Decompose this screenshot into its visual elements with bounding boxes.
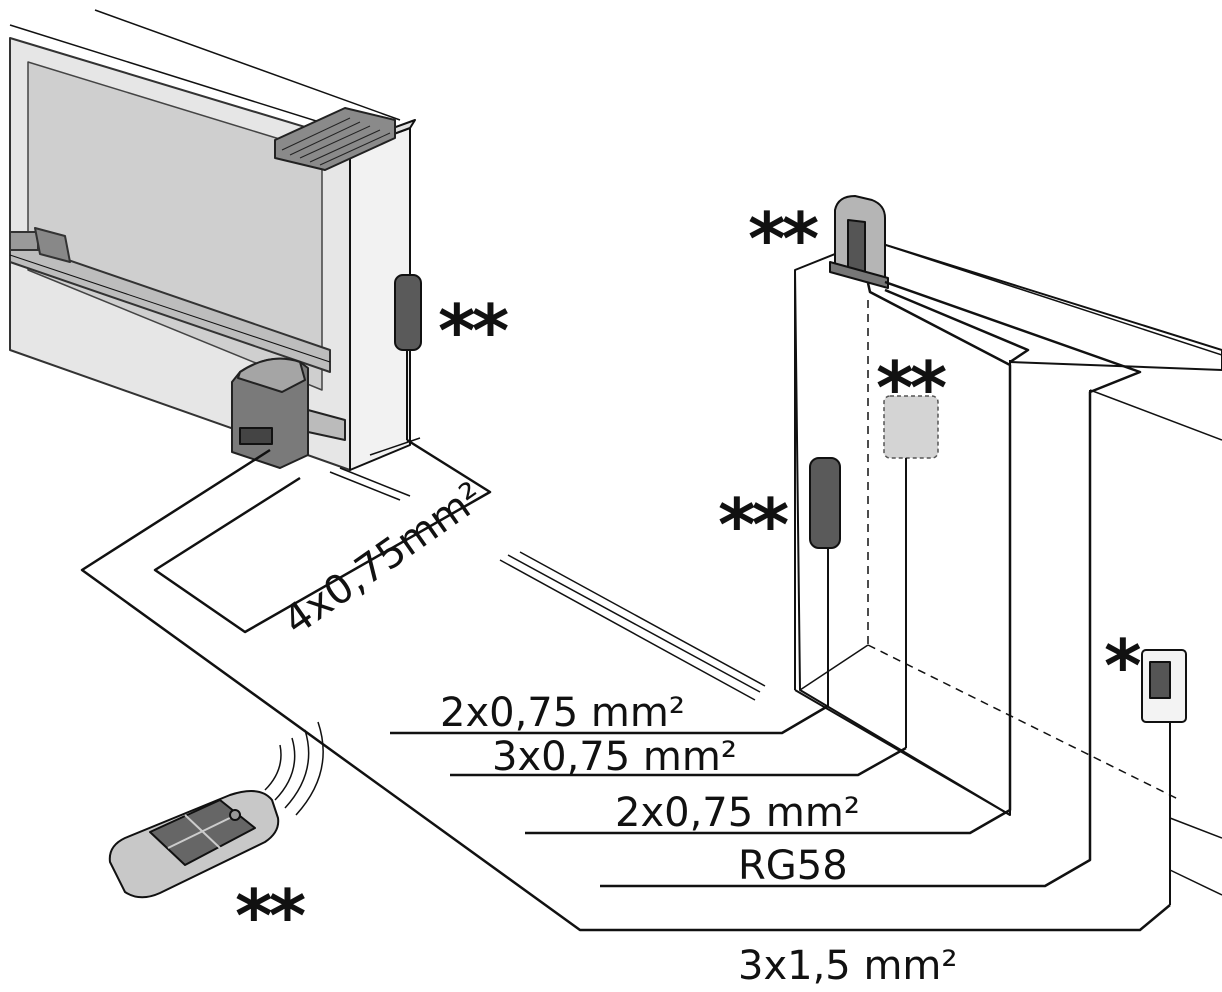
cable-label-power: 3x1,5 mm² xyxy=(738,943,958,989)
gate-top-guide xyxy=(274,107,396,171)
marker-photocell-left: ** xyxy=(438,289,509,373)
marker-flashing-light: ** xyxy=(748,197,819,281)
marker-receiver: ** xyxy=(876,346,947,430)
cable-routes xyxy=(80,280,1171,932)
marker-photocell-right: ** xyxy=(718,483,789,567)
cable-label-photocell-tx: 2x0,75 mm² xyxy=(440,690,685,736)
receiver-box xyxy=(883,395,939,748)
flashing-light xyxy=(829,195,889,289)
photocell-left xyxy=(394,274,422,440)
cable-label-flashing-light: 2x0,75 mm² xyxy=(615,790,860,836)
cable-label-antenna: RG58 xyxy=(738,843,848,889)
ground-rails xyxy=(329,467,766,701)
photocell-right xyxy=(809,457,841,706)
marker-key-selector: * xyxy=(1104,624,1142,708)
remote-control xyxy=(108,721,324,899)
sliding-gate xyxy=(9,9,401,471)
gate-motor xyxy=(231,357,346,469)
cable-label-photocell-rx: 3x0,75 mm² xyxy=(492,734,737,780)
marker-remote: ** xyxy=(235,874,306,958)
key-selector xyxy=(1141,649,1187,905)
